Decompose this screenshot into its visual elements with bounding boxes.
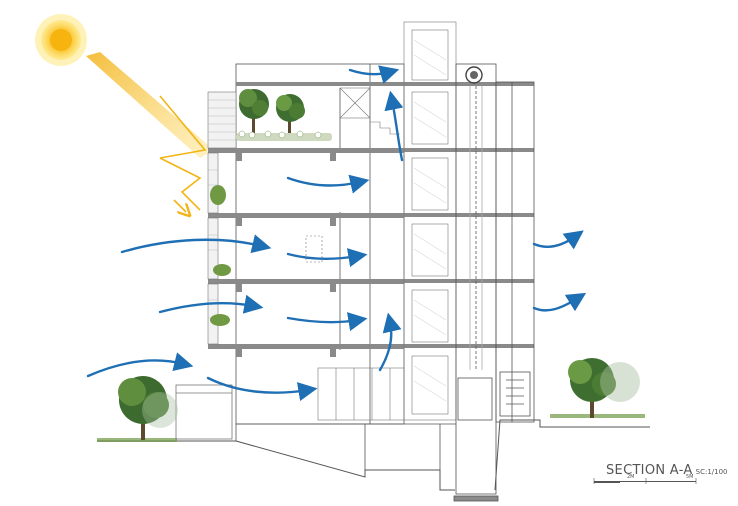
grass-strip <box>97 414 645 442</box>
glass-tower <box>403 21 457 421</box>
brick-pattern <box>208 99 236 319</box>
tree-icon <box>239 89 269 136</box>
building-frame <box>235 63 405 441</box>
sun-bounce-arrows <box>159 95 207 212</box>
section-title: SECTION A-A <box>606 463 693 478</box>
tree-icon <box>276 94 305 137</box>
tree-icon <box>118 376 178 440</box>
glass-hatching <box>413 39 447 402</box>
scale-bar <box>593 478 697 484</box>
wind-arrow-icon <box>86 65 587 402</box>
planter-plants <box>210 185 231 326</box>
brick-planter-wall <box>207 91 237 345</box>
section-scale: SC:1/100 <box>695 468 728 476</box>
ground-line <box>97 419 650 491</box>
front-gate <box>175 384 233 440</box>
tree-icon <box>568 358 640 418</box>
foundation <box>236 423 456 470</box>
scale-bar-label-2m: 2M <box>627 474 635 480</box>
stair <box>305 87 400 263</box>
scale-bar-label-5m: 5M <box>686 474 694 480</box>
ground-floor-glazing <box>317 367 405 421</box>
floor-slabs <box>208 82 534 357</box>
elevator-motor-icon <box>465 66 483 84</box>
sun-icon <box>35 14 87 66</box>
roof-shrubs <box>236 130 332 141</box>
sun-ray <box>86 52 214 158</box>
rear-wing <box>495 81 535 423</box>
